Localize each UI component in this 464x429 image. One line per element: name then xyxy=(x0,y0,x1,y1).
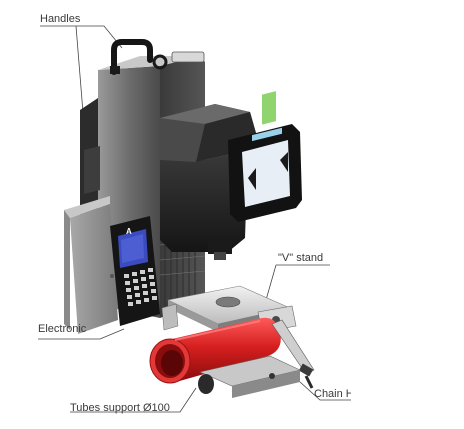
chain-leader xyxy=(299,381,352,401)
tubes-support-base xyxy=(198,355,301,398)
controller-keypad xyxy=(124,268,157,306)
label-chain: Chain H xyxy=(314,388,354,400)
label-handles: Handles xyxy=(40,13,81,25)
v-stand-leader-2 xyxy=(265,264,277,301)
label-tubes-support: Tubes support Ø100 xyxy=(70,402,170,414)
label-v-stand: "V" stand xyxy=(278,252,324,264)
left-bracket xyxy=(161,303,179,331)
tubes-support-leader xyxy=(70,387,197,413)
label-electronic: Electronic xyxy=(38,323,87,335)
controller-logo: A xyxy=(126,227,132,236)
chain-lever xyxy=(271,319,315,389)
right-crop xyxy=(351,380,371,410)
handles-leader xyxy=(40,25,123,49)
electronic-leader xyxy=(38,328,125,340)
monitor-screen-panel xyxy=(262,91,276,125)
monitor xyxy=(228,91,302,222)
red-tube xyxy=(149,317,281,384)
electronic-controller: A xyxy=(64,196,160,334)
side-block xyxy=(84,146,100,194)
top-handles xyxy=(110,39,205,75)
